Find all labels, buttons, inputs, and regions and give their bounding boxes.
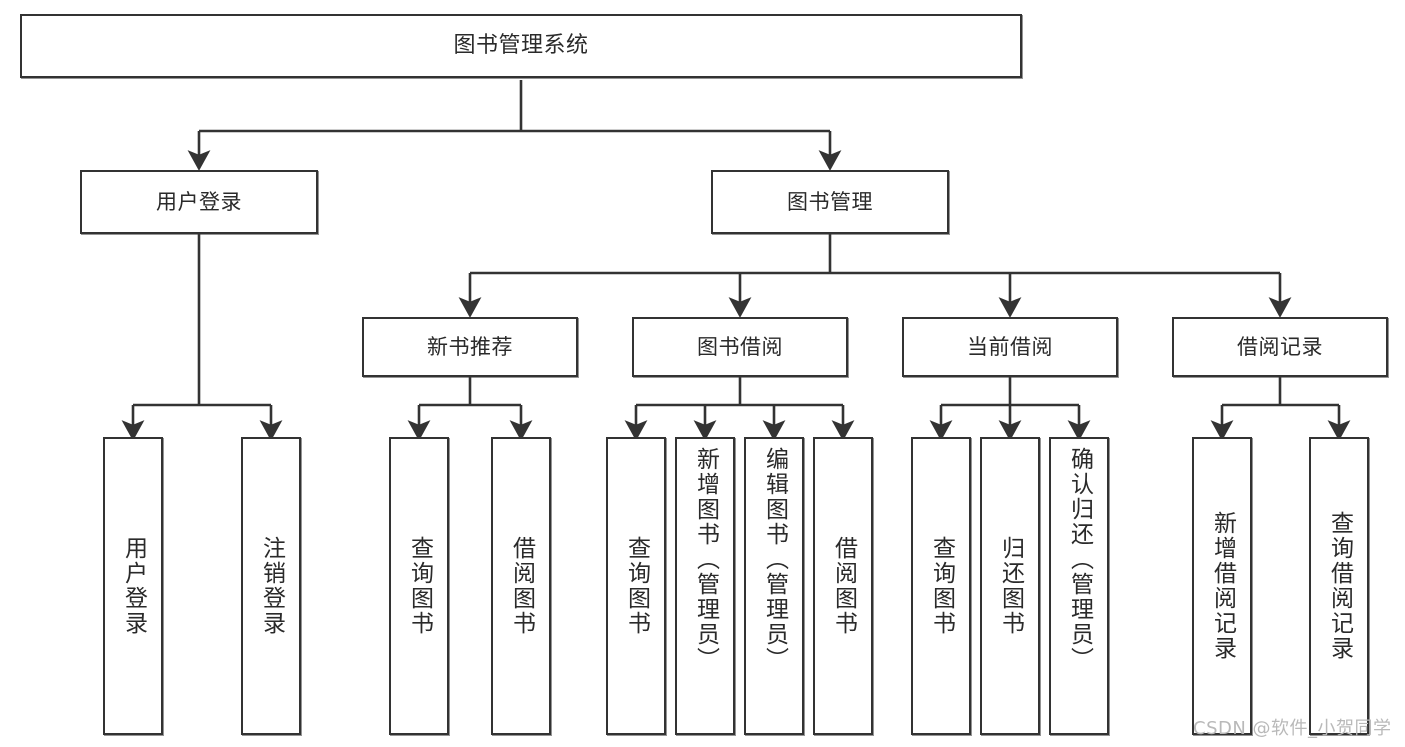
- node-label: 图书管理系统: [453, 33, 589, 59]
- node-book-borrow[interactable]: 图书借阅: [632, 317, 848, 377]
- node-borrow-record[interactable]: 借阅记录: [1172, 317, 1388, 377]
- node-label: 确认归还（管理员）: [1066, 447, 1093, 672]
- leaf-current-borrow-return-book[interactable]: 归还图书: [980, 437, 1040, 735]
- node-user-login[interactable]: 用户登录: [80, 170, 318, 234]
- node-label: 新增图书（管理员）: [692, 447, 719, 672]
- node-label: 当前借阅: [967, 334, 1053, 359]
- node-book-management[interactable]: 图书管理: [711, 170, 949, 234]
- leaf-book-borrow-edit-book-admin[interactable]: 编辑图书（管理员）: [744, 437, 804, 735]
- node-new-book-recommend[interactable]: 新书推荐: [362, 317, 578, 377]
- node-label: 归还图书: [997, 536, 1024, 636]
- node-label: 借阅图书: [508, 536, 535, 636]
- leaf-new-book-query-book[interactable]: 查询图书: [389, 437, 449, 735]
- node-label: 图书管理: [787, 189, 873, 214]
- node-label: 借阅图书: [830, 536, 857, 636]
- leaf-current-borrow-confirm-return-admin[interactable]: 确认归还（管理员）: [1049, 437, 1109, 735]
- leaf-new-book-borrow-book[interactable]: 借阅图书: [491, 437, 551, 735]
- leaf-book-borrow-borrow-book[interactable]: 借阅图书: [813, 437, 873, 735]
- node-label: 用户登录: [156, 189, 242, 214]
- leaf-borrow-record-add-record[interactable]: 新增借阅记录: [1192, 437, 1252, 735]
- node-label: 用户登录: [120, 536, 147, 636]
- leaf-current-borrow-query-book[interactable]: 查询图书: [911, 437, 971, 735]
- node-label: 查询图书: [406, 536, 433, 636]
- node-current-borrow[interactable]: 当前借阅: [902, 317, 1118, 377]
- leaf-book-borrow-query-book[interactable]: 查询图书: [606, 437, 666, 735]
- node-label: 新书推荐: [427, 334, 513, 359]
- node-label: 查询图书: [928, 536, 955, 636]
- leaf-book-borrow-add-book-admin[interactable]: 新增图书（管理员）: [675, 437, 735, 735]
- node-label: 注销登录: [258, 536, 285, 636]
- node-label: 图书借阅: [697, 334, 783, 359]
- node-label: 借阅记录: [1237, 334, 1323, 359]
- leaf-user-login-login[interactable]: 用户登录: [103, 437, 163, 735]
- node-label: 编辑图书（管理员）: [761, 447, 788, 672]
- node-label: 查询图书: [623, 536, 650, 636]
- node-root-book-management-system[interactable]: 图书管理系统: [20, 14, 1022, 78]
- node-label: 新增借阅记录: [1209, 511, 1236, 661]
- node-label: 查询借阅记录: [1326, 511, 1353, 661]
- leaf-user-login-logout[interactable]: 注销登录: [241, 437, 301, 735]
- leaf-borrow-record-query-record[interactable]: 查询借阅记录: [1309, 437, 1369, 735]
- csdn-watermark: CSDN @软件_小贺同学: [1193, 718, 1392, 739]
